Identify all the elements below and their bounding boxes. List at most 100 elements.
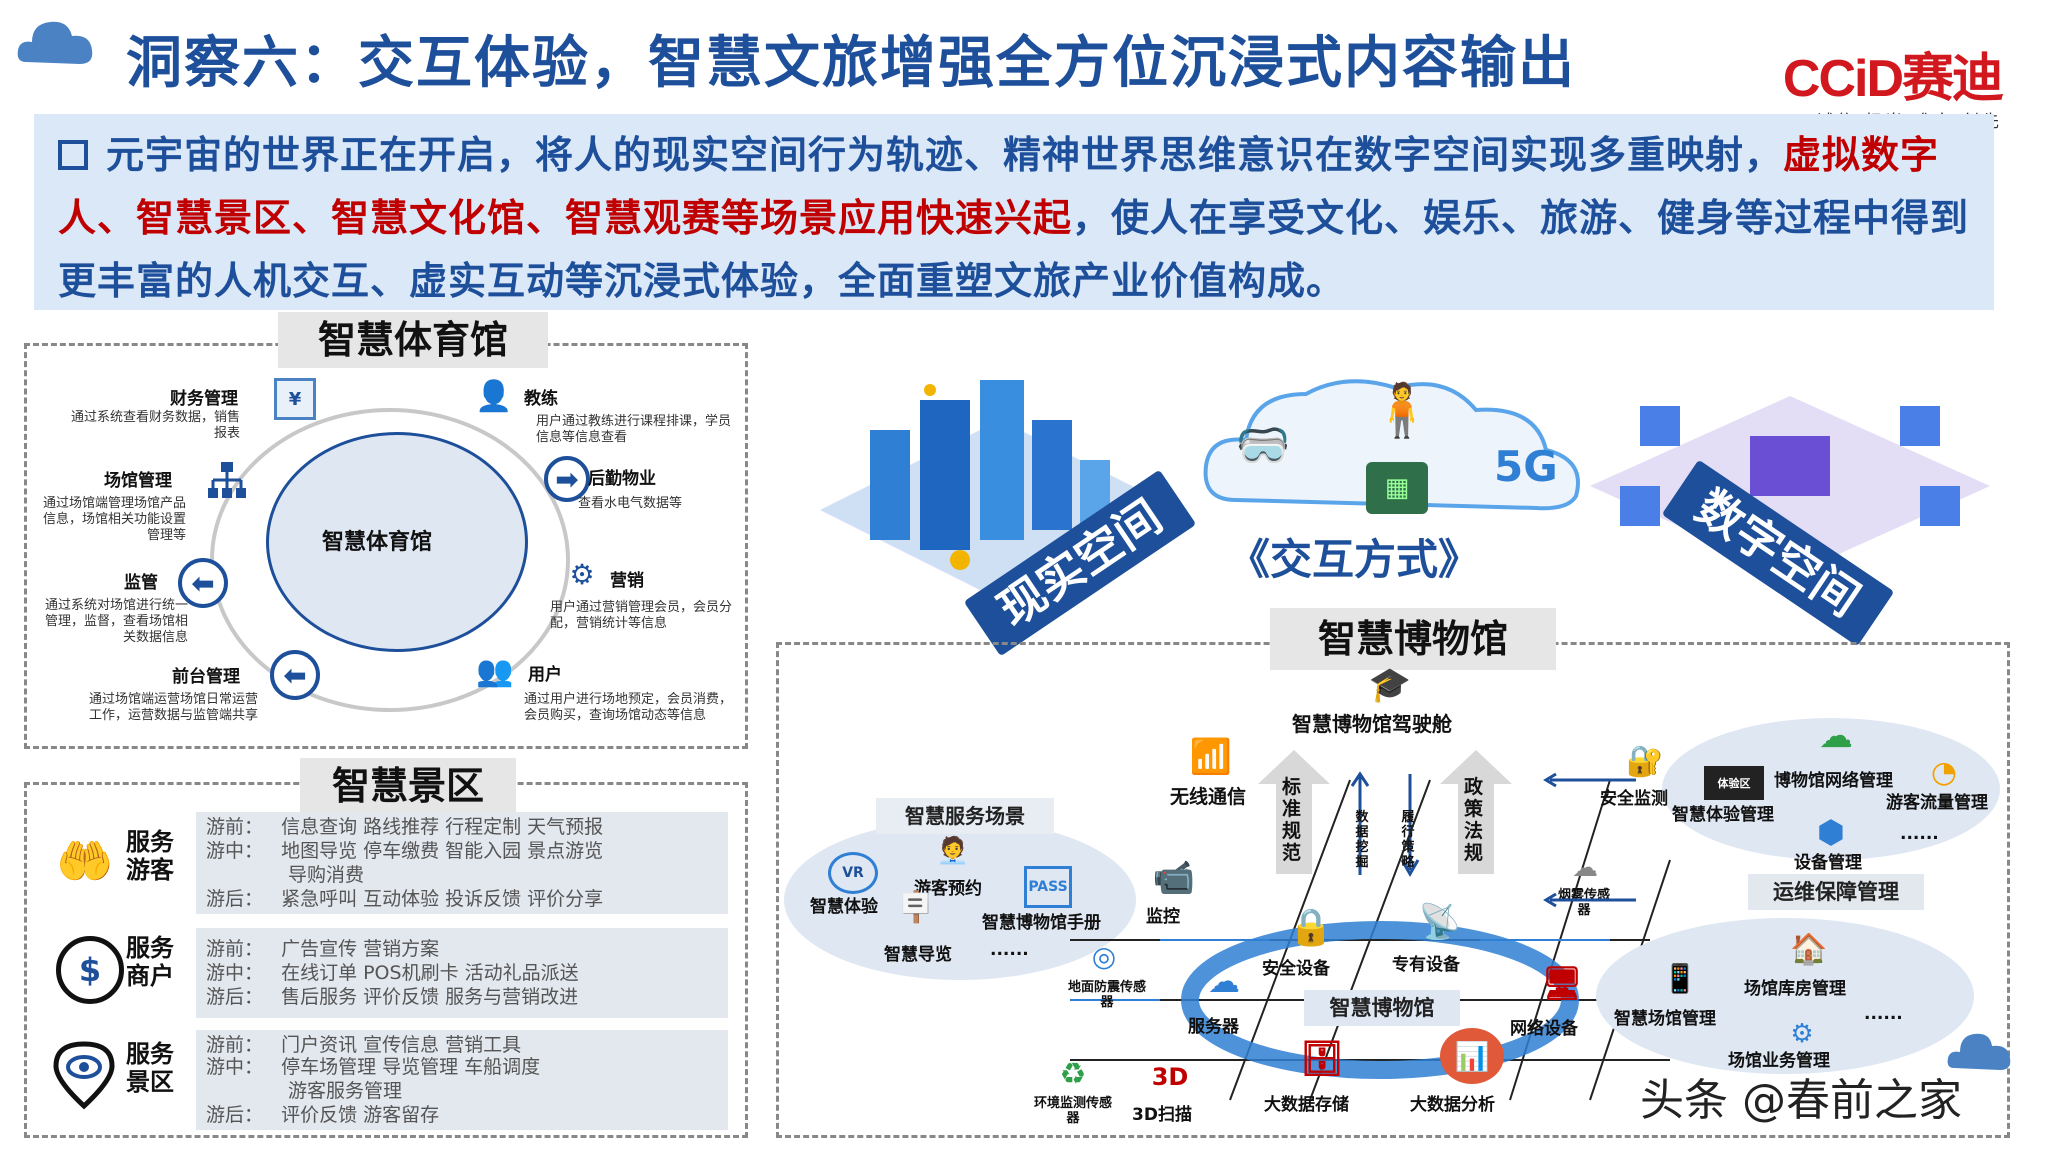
museum-ellipsis-2: ...... — [1900, 824, 1939, 844]
scenic-line: 游客服务管理 — [288, 1080, 403, 1102]
smart-venue-icon: 📱 — [1662, 961, 1698, 995]
vr-icon: VR — [828, 852, 878, 894]
bullet-square-icon — [58, 140, 88, 170]
museum-core: 智慧博物馆 — [1304, 990, 1460, 1026]
intro-text: 元宇宙的世界正在开启，将人的现实空间行为轨迹、精神世界思维意识在数字空间实现多重… — [58, 133, 1970, 303]
vr-headset-person-icon: 🥽 — [1235, 420, 1291, 471]
arrow-right-icon: ➡ — [544, 456, 590, 502]
scenic-group-merchant — [196, 928, 728, 1018]
page-title: 洞察六：交互体验，智慧文旅增强全方位沉浸式内容输出 — [126, 31, 1576, 96]
scenic-group-area — [196, 1030, 728, 1130]
scenic-group-merchant-name: 服务商户 — [126, 934, 174, 990]
cloud-logo-icon — [17, 21, 93, 64]
museum-3d-scan: 3D扫描 — [1132, 1105, 1192, 1125]
org-chart-icon — [208, 462, 246, 498]
museum-policy: 政策法规 — [1464, 776, 1484, 864]
hands-heart-icon: 🤲 — [56, 833, 114, 888]
scanner-icon: 3D — [1151, 1063, 1189, 1091]
gym-item-logistics: 后勤物业 — [588, 469, 656, 489]
gym-item-marketing: 营销 — [610, 571, 644, 591]
museum-venue-mgmt: 智慧场馆管理 — [1614, 1009, 1716, 1029]
gym-item-user-desc: 通过用户进行场地预定，会员消费，会员购买，查询场馆动态等信息 — [524, 692, 733, 723]
museum-ellipsis-3: ...... — [1864, 1004, 1903, 1024]
management-blob-bottom — [1596, 918, 1974, 1074]
interaction-mode-label: 《交互方式》 — [1228, 535, 1481, 584]
gym-item-finance: 财务管理 — [170, 389, 238, 409]
gym-item-frontdesk: 前台管理 — [172, 667, 240, 687]
router-icon: 📡 — [1418, 902, 1462, 942]
scenic-line: 游中： 地图导览 停车缴费 智能入园 景点游览 — [206, 840, 604, 862]
scenic-line: 游中： 停车场管理 导览管理 车船调度 — [206, 1056, 541, 1078]
scenic-line: 游后： 售后服务 评价反馈 服务与营销改进 — [206, 986, 579, 1008]
museum-device-mgmt: 设备管理 — [1794, 853, 1862, 873]
service-scene-blob — [784, 820, 1136, 980]
scenic-line: 游前： 广告宣传 营销方案 — [206, 938, 440, 960]
museum-ops: 运维保障管理 — [1748, 874, 1924, 910]
museum-bigdata-analysis: 大数据分析 — [1410, 1095, 1495, 1115]
finance-icon: ¥ — [274, 378, 316, 420]
person-icon: 🧍 — [1369, 380, 1435, 441]
gym-item-coach-desc: 用户通过教练进行课程排课，学员信息等信息查看 — [536, 414, 732, 445]
analytics-icon: 📊 — [1440, 1028, 1504, 1084]
data-arrows — [1350, 771, 1420, 878]
museum-monitor: 监控 — [1146, 907, 1180, 927]
chevron-right-icon: 》 — [1438, 535, 1481, 584]
museum-cockpit: 智慧博物馆驾驶舱 — [1292, 712, 1452, 736]
handbook-icon: PASS — [1024, 866, 1072, 908]
location-eye-icon — [53, 1041, 115, 1110]
arrow-left-icon: ⬅ — [270, 650, 320, 700]
museum-special-dev: 专有设备 — [1392, 955, 1460, 975]
gym-center-label: 智慧体育馆 — [322, 530, 433, 555]
smoke-sensor-icon: ☁ — [1572, 853, 1598, 883]
pie-chart-icon: ◔ — [1930, 754, 1958, 790]
cloud-logo-icon — [1947, 1033, 2011, 1070]
up-arrow-std — [1258, 750, 1330, 874]
museum-vr-experience: 智慧体验 — [810, 897, 878, 917]
museum-perform: 履行策略 — [1401, 810, 1415, 870]
scenic-group-tourist — [196, 812, 728, 914]
museum-net-dev: 网络设备 — [1510, 1019, 1578, 1039]
network-cloud-icon: ☁ — [1819, 716, 1853, 756]
up-arrow-policy — [1440, 750, 1512, 874]
museum-data-mining: 数据挖掘 — [1355, 810, 1369, 870]
gear-wheel-icon: ⚙ — [1790, 1019, 1814, 1049]
gym-title: 智慧体育馆 — [278, 312, 548, 368]
museum-safety-monitor: 安全监测 — [1600, 789, 1668, 809]
gym-item-supervision-desc: 通过系统对场馆进行统一管理，监督，查看场馆相关数据信息 — [44, 598, 188, 645]
museum-warehouse: 场馆库房管理 — [1744, 979, 1846, 999]
lock-icon: 🔒 — [1288, 907, 1334, 948]
gym-item-supervision: 监管 — [124, 573, 158, 593]
scenic-line: 游后： 紧急呼叫 互动体验 投诉反馈 评价分享 — [206, 888, 604, 910]
marketing-icon: ⚙ — [569, 557, 595, 591]
experience-zone-icon: 体验区 — [1704, 766, 1764, 800]
server-chip-icon: ▦ — [1366, 462, 1428, 514]
gym-item-venue: 场馆管理 — [104, 471, 172, 491]
network-device-icon: 🖥 — [1541, 964, 1583, 1002]
museum-exp-mgmt: 智慧体验管理 — [1672, 805, 1774, 825]
cloud-server-icon: ☁ — [1208, 962, 1240, 1000]
museum-env: 环境监测传感器 — [1033, 1096, 1112, 1126]
quake-sensor-icon: ◎ — [1091, 939, 1117, 973]
gym-item-marketing-desc: 用户通过营销管理会员，会员分配，营销统计等信息 — [550, 600, 733, 631]
gym-item-coach: 教练 — [524, 389, 558, 409]
signpost-icon: 🪧 — [897, 889, 935, 925]
museum-service-scene: 智慧服务场景 — [876, 798, 1054, 834]
interaction-cloud-illustration — [1203, 379, 1580, 511]
arrow-left-icon: ⬅ — [178, 558, 228, 608]
watermark: 头条 @春前之家 — [1640, 1075, 1962, 1126]
recycle-icon: ♻ — [1059, 1056, 1087, 1092]
scenic-line: 游后： 评价反馈 游客留存 — [206, 1104, 440, 1126]
museum-handbook: 智慧博物馆手册 — [982, 913, 1101, 933]
gym-item-logistics-desc: 查看水电气数据等 — [578, 496, 683, 511]
gym-item-finance-desc: 通过系统查看财务数据，销售报表 — [70, 410, 240, 441]
coach-icon: 👤 — [475, 378, 513, 414]
museum-wireless: 无线通信 — [1170, 786, 1247, 808]
museum-ellipsis-1: ...... — [990, 940, 1029, 960]
wireless-icon: 📶 — [1189, 737, 1233, 777]
museum-business-mgmt: 场馆业务管理 — [1728, 1051, 1830, 1071]
chevron-left-icon: 《 — [1228, 535, 1271, 584]
dollar-cycle-icon: $ — [56, 936, 124, 1004]
museum-title: 智慧博物馆 — [1270, 608, 1556, 670]
intro-banner — [34, 114, 1994, 310]
scenic-group-tourist-name: 服务游客 — [126, 828, 174, 884]
